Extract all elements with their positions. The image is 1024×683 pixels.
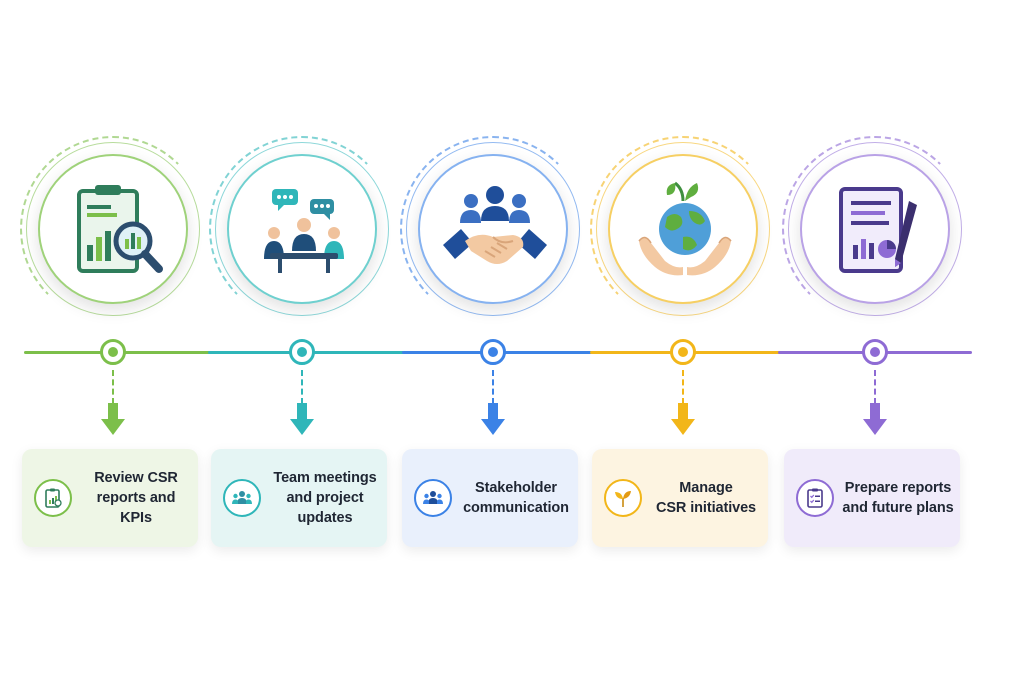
leaf-icon [615, 491, 631, 507]
step-stakeholder: Stakeholder communication [398, 0, 588, 683]
step-team-meetings: Team meetings and project updates [207, 0, 397, 683]
checklist-icon [807, 488, 823, 508]
connector-dashes [112, 370, 114, 404]
step-icon-circle [800, 154, 950, 304]
step-label: Stakeholder communication [463, 480, 569, 516]
report-pen-icon [839, 187, 917, 273]
dashed-ring [590, 136, 776, 322]
dashed-ring [209, 136, 395, 322]
clipboard-chart-icon [45, 488, 62, 508]
dashed-ring [20, 136, 206, 322]
step-card: Stakeholder communication [402, 449, 578, 547]
step-icon-circle [227, 154, 377, 304]
step-icon-circle [418, 154, 568, 304]
step-card: Team meetings and project updates [211, 449, 387, 547]
card-icon-badge [796, 479, 834, 517]
step-card: Review CSR reports and KPIs [22, 449, 198, 547]
card-icon-badge [414, 479, 452, 517]
connector-dashes [492, 370, 494, 404]
card-icon-badge [604, 479, 642, 517]
timeline-node [289, 339, 315, 365]
arrow-down-icon [671, 403, 695, 435]
step-prepare-reports: Prepare reports and future plans [780, 0, 970, 683]
arrow-down-icon [481, 403, 505, 435]
arrow-down-icon [863, 403, 887, 435]
timeline-node [670, 339, 696, 365]
step-label: Manage CSR initiatives [655, 480, 757, 516]
dashed-ring [400, 136, 586, 322]
card-icon-badge [34, 479, 72, 517]
connector-dashes [874, 370, 876, 404]
report-magnifier-icon [77, 185, 163, 273]
globe-hands-icon [638, 181, 732, 276]
step-card: Manage CSR initiatives [592, 449, 768, 547]
arrow-down-icon [101, 403, 125, 435]
step-label: Review CSR reports and KPIs [94, 470, 178, 526]
arrow-down-icon [290, 403, 314, 435]
handshake-people-icon [443, 186, 547, 264]
timeline-node [862, 339, 888, 365]
step-card: Prepare reports and future plans [784, 449, 960, 547]
connector-dashes [682, 370, 684, 404]
timeline-node [480, 339, 506, 365]
timeline-node [100, 339, 126, 365]
step-icon-circle [38, 154, 188, 304]
dashed-ring [782, 136, 968, 322]
step-icon-circle [608, 154, 758, 304]
people-icon [423, 491, 443, 504]
card-icon-badge [223, 479, 261, 517]
group-icon [232, 491, 252, 504]
step-label: Team meetings and project updates [273, 470, 377, 526]
step-label: Prepare reports and future plans [842, 480, 954, 516]
step-manage-csr: Manage CSR initiatives [588, 0, 778, 683]
connector-dashes [301, 370, 303, 404]
team-meeting-icon [264, 189, 344, 273]
step-review-csr: Review CSR reports and KPIs [18, 0, 208, 683]
